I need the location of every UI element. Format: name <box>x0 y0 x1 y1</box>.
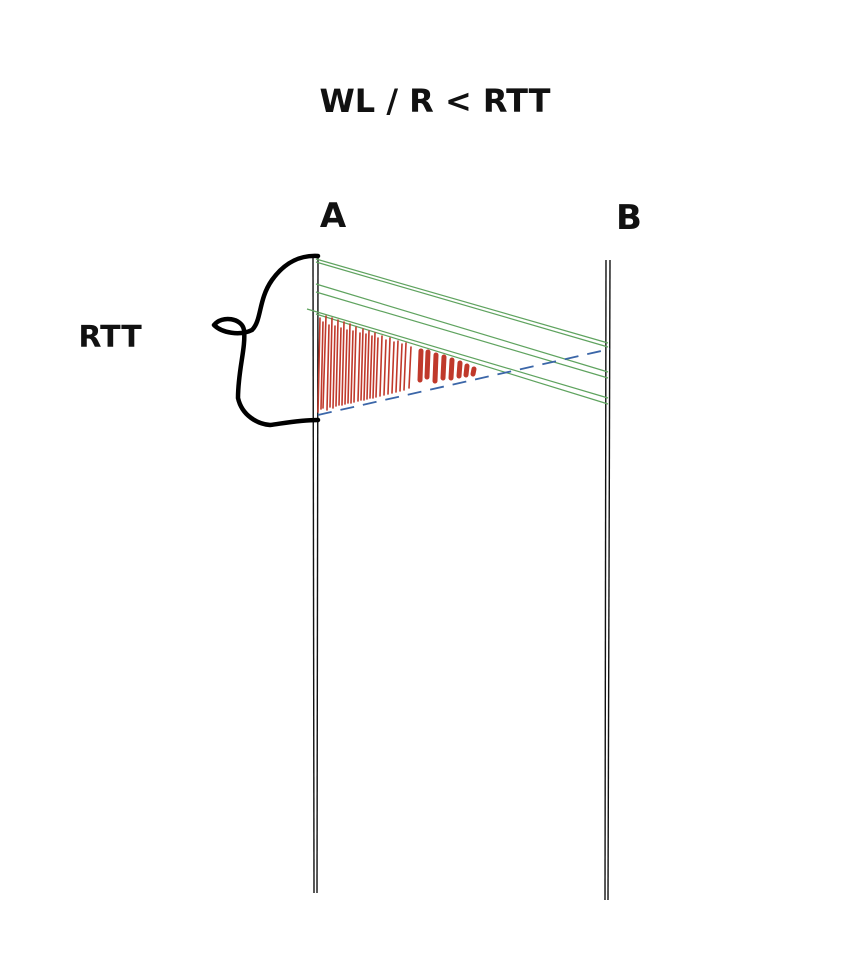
timeline-a <box>312 257 319 894</box>
idle-hatching <box>317 315 477 413</box>
timeline-b <box>604 259 611 901</box>
packet-lines <box>306 258 609 405</box>
packet-line-3 <box>315 283 609 373</box>
packet-line-4 <box>315 291 609 379</box>
rtt-brace <box>211 253 321 428</box>
packet-line-2 <box>315 261 609 348</box>
host-b-label: B <box>616 198 642 238</box>
packet-line-6 <box>315 313 609 405</box>
rtt-label: RTT <box>78 320 142 355</box>
host-a-label: A <box>320 196 347 236</box>
diagram-title: WL / R < RTT <box>320 82 551 120</box>
packet-line-5 <box>306 308 609 399</box>
packet-line-1 <box>315 258 609 344</box>
ack-line <box>317 348 611 416</box>
